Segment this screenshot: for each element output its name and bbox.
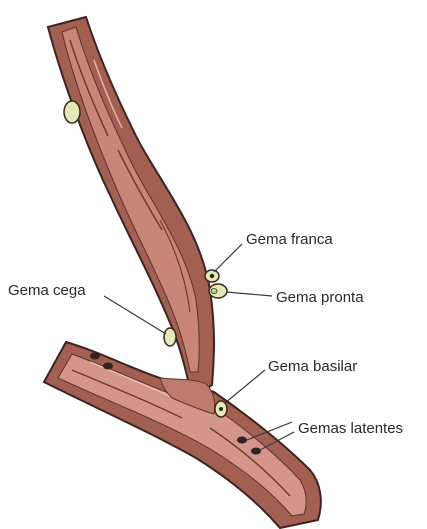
- leader-gema-pronta: [226, 292, 272, 296]
- bud-upper: [64, 101, 80, 123]
- label-gema-basilar: Gema basilar: [268, 358, 357, 375]
- gema-franca-bud: [205, 270, 219, 282]
- label-gema-pronta: Gema pronta: [276, 289, 364, 306]
- label-gema-franca: Gema franca: [246, 231, 333, 248]
- gema-cega-bud: [164, 328, 176, 346]
- gema-basilar-bud: [215, 401, 227, 417]
- leader-gema-franca: [214, 244, 242, 272]
- main-stem-inner-light: [62, 27, 199, 372]
- main-stem: [48, 17, 214, 398]
- label-gemas-latentes: Gemas latentes: [298, 420, 403, 437]
- leader-gema-cega: [104, 296, 166, 334]
- gema-pronta-bud: [209, 284, 227, 298]
- label-gema-cega: Gema cega: [8, 282, 86, 299]
- leader-gema-basilar: [225, 370, 265, 403]
